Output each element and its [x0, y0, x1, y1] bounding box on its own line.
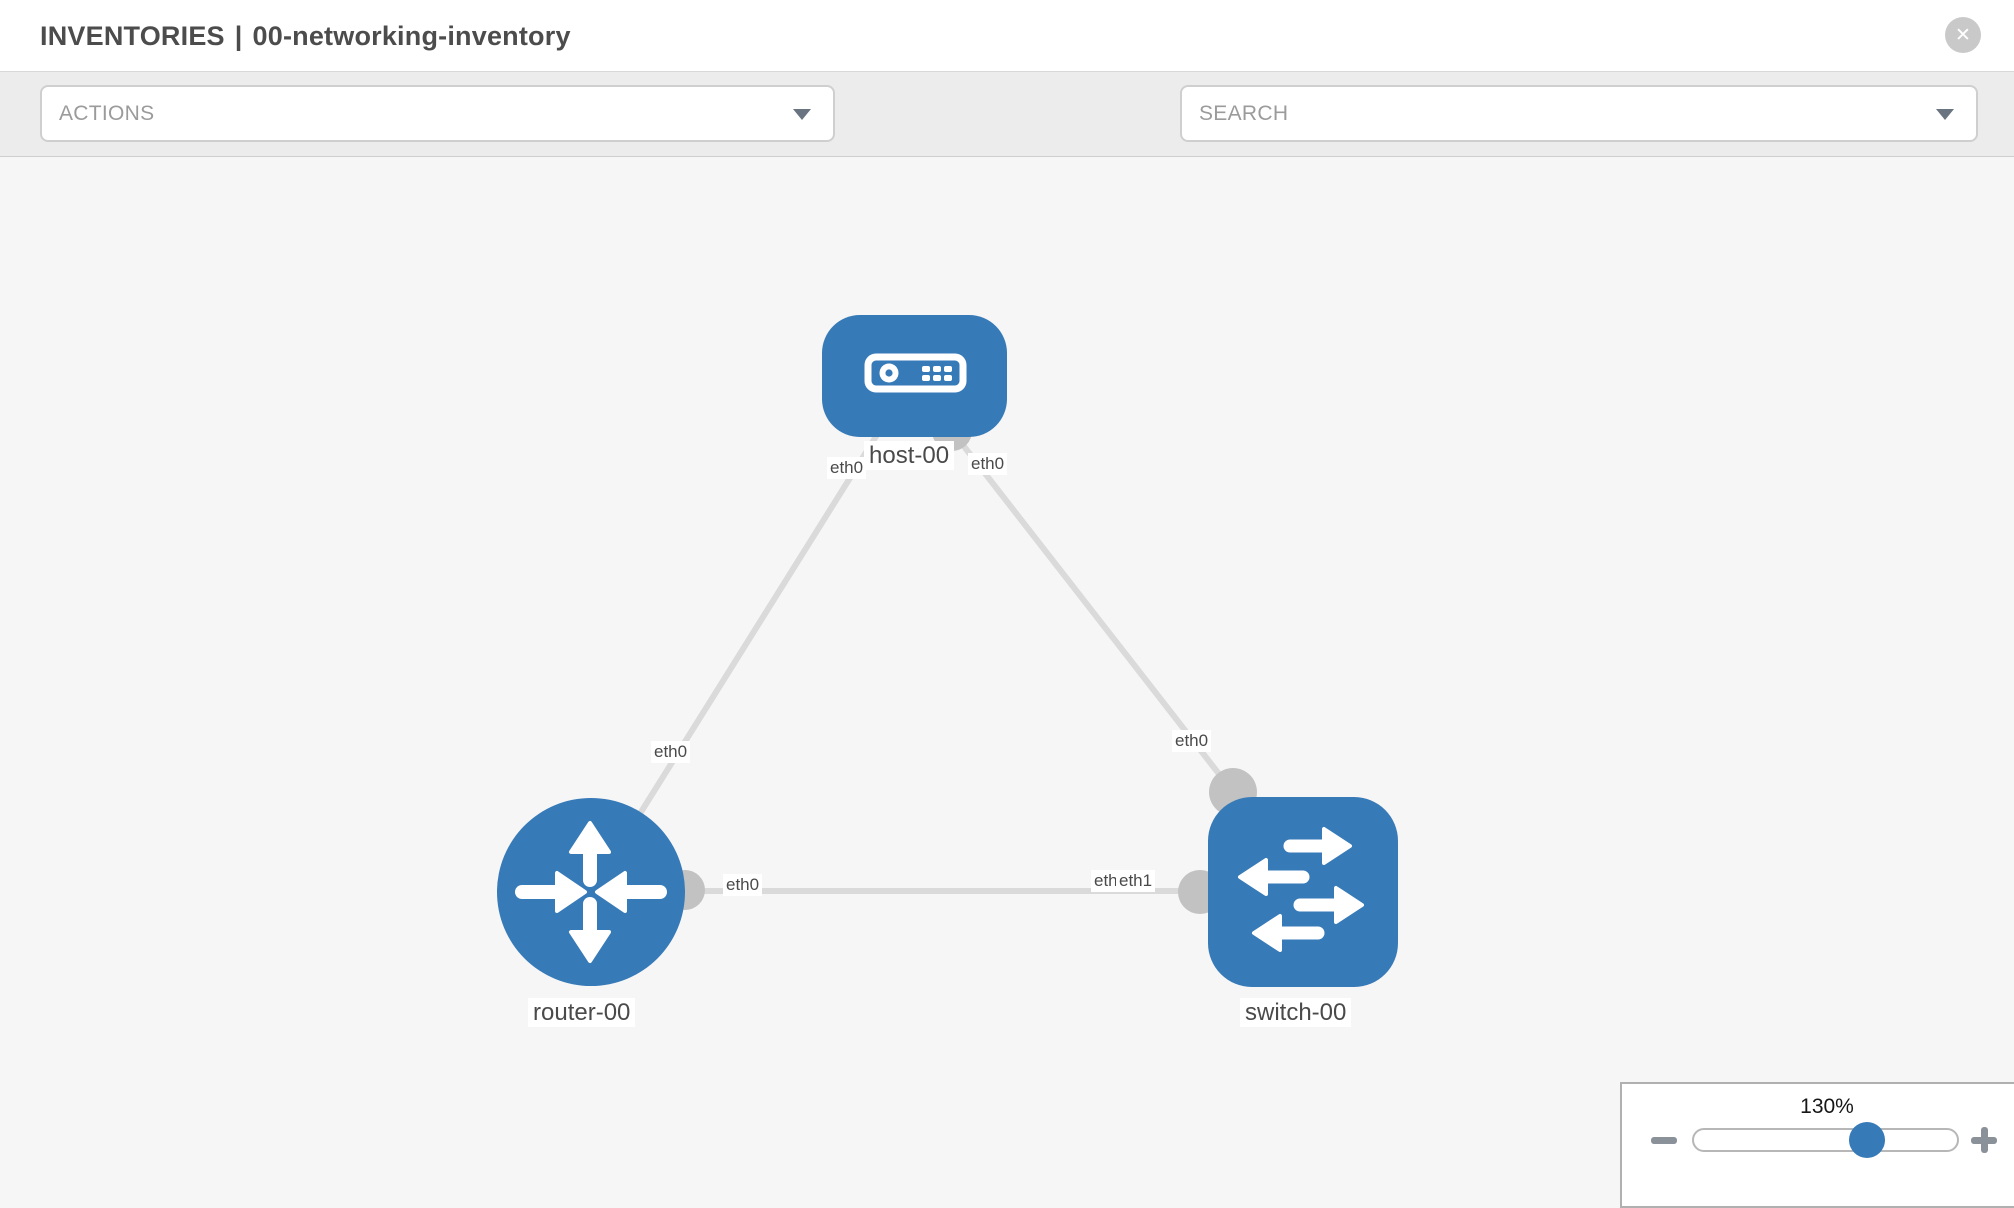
close-icon: ✕	[1955, 24, 1971, 46]
close-button[interactable]: ✕	[1945, 17, 1981, 53]
interface-label: eth0	[723, 874, 763, 896]
topology-canvas[interactable]: eth0 eth0 eth0 eth0 eth0 eth0 eth1 host-…	[0, 157, 2014, 1200]
node-label: switch-00	[1240, 998, 1352, 1027]
node-host-00[interactable]	[822, 315, 1007, 437]
search-combobox[interactable]	[1180, 85, 1978, 142]
node-router-00[interactable]	[497, 798, 685, 986]
router-icon	[515, 821, 667, 963]
interface-label: eth0	[1172, 730, 1212, 752]
zoom-level: 130%	[1800, 1095, 1854, 1118]
host-icon	[864, 353, 967, 393]
breadcrumb-separator: |	[234, 20, 243, 51]
switch-icon	[1238, 827, 1364, 952]
interface-label: eth0	[827, 457, 867, 479]
breadcrumb-item: 00-networking-inventory	[252, 20, 571, 51]
zoom-slider-thumb[interactable]	[1849, 1122, 1885, 1158]
chevron-down-icon	[793, 108, 811, 120]
header-bar: INVENTORIES | 00-networking-inventory ✕	[0, 0, 2014, 72]
search-input[interactable]	[1182, 100, 1881, 127]
chevron-down-icon	[1936, 108, 1954, 120]
zoom-out-button[interactable]	[1650, 1126, 1678, 1154]
zoom-slider-track[interactable]	[1692, 1122, 1959, 1158]
node-label: router-00	[528, 998, 636, 1027]
interface-label: eth1	[1116, 870, 1156, 892]
breadcrumb-section: INVENTORIES	[40, 20, 225, 51]
breadcrumb: INVENTORIES | 00-networking-inventory	[40, 0, 571, 72]
interface-label: eth0	[968, 453, 1008, 475]
node-label: host-00	[864, 441, 955, 470]
zoom-in-button[interactable]	[1970, 1126, 1998, 1154]
actions-dropdown-label: ACTIONS	[59, 101, 155, 125]
minus-icon	[1651, 1137, 1677, 1144]
zoom-panel: 130%	[1620, 1082, 2014, 1208]
toolbar: ACTIONS	[0, 72, 2014, 206]
node-switch-00[interactable]	[1208, 797, 1398, 987]
interface-label: eth0	[651, 741, 691, 763]
actions-dropdown[interactable]: ACTIONS	[40, 85, 835, 142]
